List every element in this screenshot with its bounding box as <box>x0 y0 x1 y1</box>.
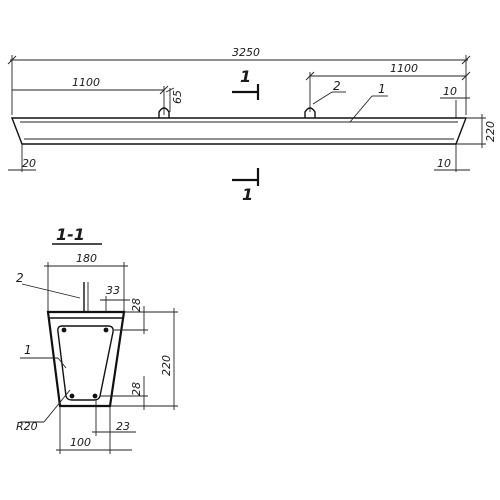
reinforcement-cage <box>57 325 114 401</box>
lifting-loop-right <box>304 107 316 118</box>
end-right-bottom-label: 10 <box>437 157 451 170</box>
tick <box>165 87 175 93</box>
cover-bottom-right-label: 23 <box>116 420 130 433</box>
right-loop-offset-label: 1100 <box>390 62 418 75</box>
callout-leader-loop <box>21 283 81 299</box>
section-callout-loop-number: 2 <box>16 271 24 285</box>
cut-mark-bottom-label: 1 <box>242 185 253 204</box>
tick <box>461 71 471 81</box>
section-height-label: 220 <box>160 355 173 376</box>
callout-leader-loop <box>312 91 333 105</box>
rebar-dot <box>61 327 67 333</box>
callout-leader-rebar <box>349 95 373 123</box>
cover-bottom-label: 28 <box>130 382 143 396</box>
section-callout-rebar-number: 1 <box>24 343 32 357</box>
rebar-dot <box>69 393 75 399</box>
rebar-dot <box>103 327 109 333</box>
loop-height-label: 65 <box>171 90 184 104</box>
lifting-loop-left <box>158 107 170 118</box>
tick <box>159 85 169 95</box>
top-width-label: 180 <box>76 252 97 265</box>
cover-top-right-label: 33 <box>106 284 120 297</box>
section-view: 1-1 180 2 1 R20 33 <box>16 225 178 454</box>
end-left-label: 20 <box>22 157 36 170</box>
radius-leader <box>43 389 71 423</box>
end-right-top-label: 10 <box>443 85 457 98</box>
callout-rebar-number: 1 <box>378 82 386 96</box>
corner-radius-label: R20 <box>16 420 38 433</box>
tick <box>7 55 17 65</box>
callout-loop-number: 2 <box>333 79 341 93</box>
tick <box>305 71 315 81</box>
bottom-width-label: 100 <box>70 436 91 449</box>
elevation-view: 3250 1100 65 1100 1 1 2 <box>7 46 497 204</box>
section-title: 1-1 <box>56 225 85 244</box>
left-loop-offset-label: 1100 <box>72 76 100 89</box>
cut-mark-top-label: 1 <box>240 67 251 86</box>
rebar-dot <box>92 393 98 399</box>
tick <box>461 55 471 65</box>
overall-length-label: 3250 <box>232 46 260 59</box>
callout-leader-rebar <box>57 357 67 369</box>
cover-top-label: 28 <box>130 298 143 312</box>
beam-height-label: 220 <box>484 121 497 142</box>
